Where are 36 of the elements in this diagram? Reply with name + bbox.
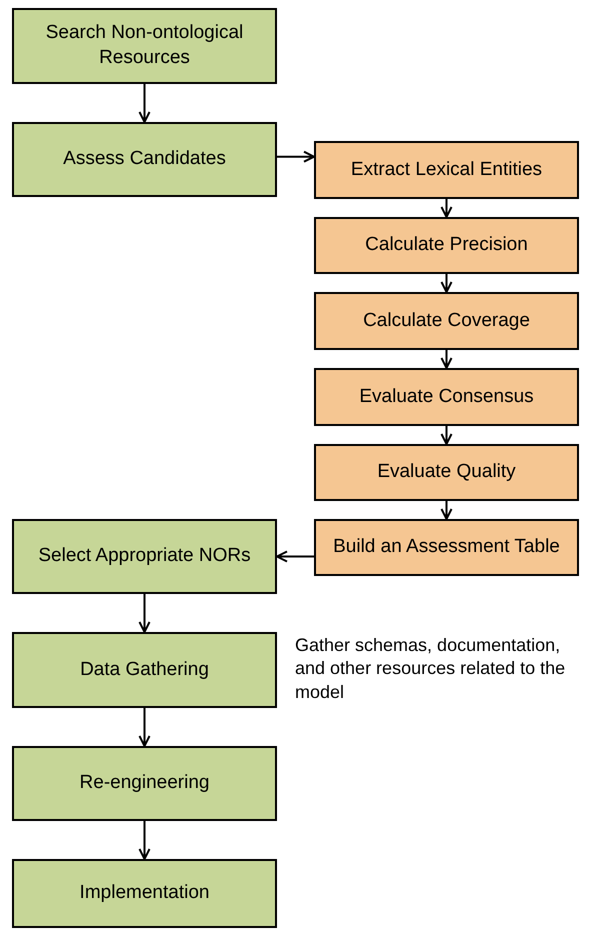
- arrow: [277, 150, 315, 163]
- process-box: [314, 444, 579, 501]
- box-label: Implementation: [80, 881, 210, 906]
- box-label: Evaluate Quality: [377, 460, 516, 484]
- box-label: Data Gathering: [80, 658, 209, 682]
- box-label: Build an Assessment Table: [333, 535, 560, 560]
- box-label: Select Appropriate NORs: [38, 544, 251, 568]
- arrow: [138, 708, 150, 747]
- box-label: Calculate Precision: [365, 233, 528, 258]
- arrow: [440, 199, 452, 218]
- arrow: [440, 426, 452, 445]
- process-box: [12, 8, 277, 84]
- arrow: [138, 594, 150, 633]
- process-box: [12, 859, 277, 928]
- process-box: [12, 632, 277, 708]
- process-box: [314, 217, 579, 274]
- arrow: [138, 84, 150, 123]
- box-label: Evaluate Consensus: [359, 384, 534, 409]
- arrow: [440, 350, 452, 369]
- process-box: [12, 519, 277, 594]
- arrow: [440, 274, 452, 293]
- box-label: Re-engineering: [80, 771, 210, 796]
- arrow: [276, 550, 314, 562]
- box-label: Assess Candidates: [63, 147, 226, 172]
- process-box: [12, 746, 277, 821]
- box-label: Search Non-ontological Resources: [44, 21, 244, 70]
- process-box: [314, 368, 579, 426]
- process-box: [12, 122, 277, 197]
- process-box: [314, 292, 579, 350]
- arrow: [138, 821, 150, 860]
- box-label: Calculate Coverage: [363, 308, 530, 333]
- process-box: [314, 141, 579, 199]
- annotation-text: Gather schemas, documentation, and other resources related to the model: [295, 634, 566, 704]
- process-box: [314, 519, 579, 576]
- box-label: Extract Lexical Entities: [350, 158, 542, 182]
- arrow: [440, 501, 452, 520]
